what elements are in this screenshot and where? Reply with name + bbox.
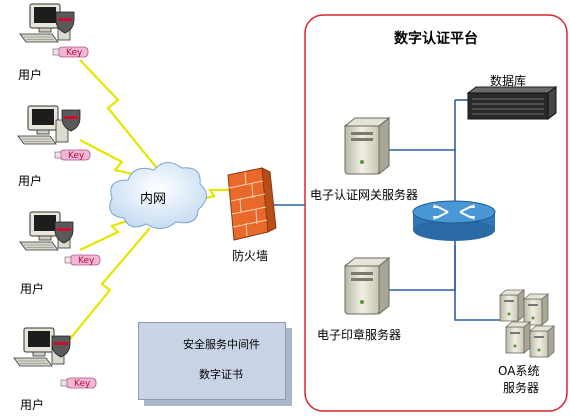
database-icon bbox=[466, 86, 558, 120]
key-label: Key bbox=[78, 256, 95, 266]
database-label: 数据库 bbox=[490, 74, 527, 88]
legend-panel: 安全服务中间件 数字证书 bbox=[138, 322, 286, 400]
platform-links bbox=[268, 99, 500, 321]
gateway-server-label: 电子认证网关服务器 bbox=[310, 188, 419, 202]
client-label: 用户 bbox=[18, 174, 43, 188]
key-label: Key bbox=[68, 151, 85, 161]
intranet-cloud bbox=[109, 162, 207, 229]
client-label: 用户 bbox=[20, 282, 45, 296]
legend-middleware-label: 安全服务中间件 bbox=[183, 338, 260, 351]
client-label: 用户 bbox=[18, 68, 43, 82]
platform-title: 数字认证平台 bbox=[394, 31, 478, 47]
seal-server-label: 电子印章服务器 bbox=[317, 328, 402, 342]
oa-server-label-line2: 服务器 bbox=[503, 381, 540, 395]
gateway-server-icon bbox=[344, 117, 390, 175]
key-label: Key bbox=[74, 379, 91, 389]
seal-server-icon bbox=[344, 257, 390, 315]
router-icon bbox=[412, 200, 496, 241]
lightning-links bbox=[64, 59, 232, 346]
firewall-icon bbox=[227, 167, 277, 241]
legend-certificate-label: 数字证书 bbox=[199, 368, 243, 381]
intranet-label: 内网 bbox=[140, 192, 167, 207]
firewall-label: 防火墙 bbox=[232, 249, 269, 263]
client-label: 用户 bbox=[20, 398, 45, 412]
key-label: Key bbox=[66, 48, 83, 58]
oa-server-label-line1: OA系统 bbox=[498, 364, 540, 378]
